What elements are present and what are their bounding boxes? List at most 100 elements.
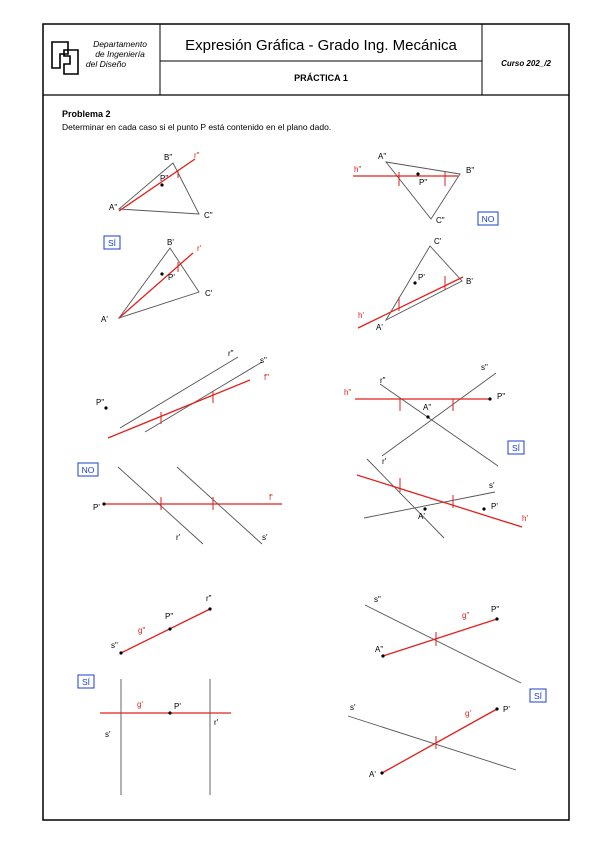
- line-s-elevation: [381, 372, 497, 457]
- line-r-plan: [366, 458, 445, 539]
- point-p-plan: [160, 272, 164, 276]
- line-s-elevation: [144, 361, 263, 433]
- label-p1: P': [174, 702, 181, 711]
- label-c2: C": [436, 216, 445, 225]
- label-c1: C': [205, 289, 213, 298]
- label-s1: s': [489, 481, 495, 490]
- case-5: r" P" g" s" g' P' s' r' SÍ: [77, 594, 231, 795]
- label-g1: g': [465, 709, 471, 718]
- label-h2: h": [344, 388, 351, 397]
- point-a-elevation: [381, 654, 385, 658]
- label-r2: r": [194, 151, 200, 160]
- line-g-elevation: [382, 618, 498, 657]
- line-r-elevation: [379, 383, 499, 467]
- course-title: Expresión Gráfica - Grado Ing. Mecánica: [185, 37, 457, 54]
- problem-heading: Problema 2: [62, 109, 111, 119]
- line-h-plan: [357, 276, 464, 329]
- line-s-plan: [176, 466, 263, 545]
- answer-case-3: NO: [82, 465, 95, 475]
- triangle-abc-elevation: [384, 161, 461, 220]
- label-f1: f': [269, 493, 273, 502]
- label-c1: C': [434, 237, 442, 246]
- point-p-plan: [495, 707, 499, 711]
- sheet-frame: [42, 23, 570, 821]
- label-p1: P': [168, 273, 175, 282]
- case-6: s" P" g" A" s' g' P' A' SÍ: [347, 595, 547, 779]
- triangle-abc-elevation: [117, 162, 200, 215]
- triangle-abc-plan: [117, 247, 200, 319]
- answer-box-case-1: [103, 235, 121, 250]
- point-r-elevation: [208, 607, 212, 611]
- label-a2: A": [109, 203, 117, 212]
- line-h-plan: [356, 474, 523, 528]
- point-p-elevation: [495, 617, 499, 621]
- line-f-elevation: [107, 379, 251, 439]
- triangle-abc-plan: [384, 245, 463, 322]
- label-p1: P': [93, 503, 100, 512]
- point-p-elevation: [488, 397, 492, 401]
- label-s2: s": [260, 356, 267, 365]
- answer-box-case-6: [529, 688, 547, 703]
- label-p1: P': [503, 705, 510, 714]
- label-a2: A": [378, 152, 386, 161]
- label-s2: s": [481, 363, 488, 372]
- point-p-elevation: [160, 183, 164, 187]
- point-a-plan: [380, 771, 384, 775]
- label-r2: r": [228, 349, 234, 358]
- label-p1: P': [491, 502, 498, 511]
- label-p2: P": [96, 398, 104, 407]
- label-a2: A": [375, 645, 383, 654]
- answer-case-6: SÍ: [534, 691, 543, 701]
- label-g2: g": [138, 626, 145, 635]
- answer-case-2: NO: [482, 214, 495, 224]
- label-h1: h': [522, 514, 528, 523]
- line-s-elevation: [364, 604, 522, 684]
- label-a1: A': [418, 512, 425, 521]
- point-p-plan: [482, 507, 486, 511]
- point-s-elevation: [119, 651, 123, 655]
- label-b1: B': [167, 238, 174, 247]
- department-logo: [51, 41, 79, 75]
- line-s-plan: [363, 491, 496, 519]
- line-r-plan: [118, 252, 194, 319]
- label-s2: s": [111, 641, 118, 650]
- label-s2: s": [374, 595, 381, 604]
- answer-box-case-3: [77, 462, 99, 477]
- point-p-elevation: [104, 406, 108, 410]
- case-4: r" s" h" P" A" r' s' P' A' h' SÍ: [344, 363, 528, 539]
- label-b2: B": [164, 153, 172, 162]
- label-a1: A': [376, 323, 383, 332]
- case-3: r" s" f" P" P' f' r' s' NO: [77, 349, 282, 545]
- label-s1: s': [262, 533, 268, 542]
- label-b2: B": [466, 166, 474, 175]
- label-a2: A": [423, 403, 431, 412]
- label-p1: P': [418, 273, 425, 282]
- label-p2: P": [497, 392, 505, 401]
- label-c2: C": [204, 211, 213, 220]
- line-g-elevation: [120, 608, 211, 654]
- line-r-elevation: [119, 356, 239, 429]
- answer-case-4: SÍ: [512, 443, 521, 453]
- label-r1: r': [214, 718, 219, 727]
- label-g1: g': [137, 700, 143, 709]
- answer-case-1: SÍ: [108, 238, 117, 248]
- answer-case-5: SÍ: [82, 677, 91, 687]
- point-a-elevation: [426, 415, 430, 419]
- line-s-plan: [347, 715, 517, 771]
- line-r-elevation: [118, 158, 196, 212]
- label-f2: f": [264, 373, 269, 382]
- point-p-elevation: [416, 172, 420, 176]
- department-line-1: Departamento: [93, 39, 147, 49]
- label-b1: B': [466, 277, 473, 286]
- answer-box-case-5: [77, 674, 95, 689]
- answer-box-case-2: [477, 211, 499, 226]
- label-s1: s': [105, 730, 111, 739]
- label-h2: h": [354, 165, 361, 174]
- point-p-elevation: [168, 627, 172, 631]
- label-a1: A': [369, 770, 376, 779]
- practice-label: PRÁCTICA 1: [294, 73, 348, 83]
- department-line-2: de Ingeniería: [95, 49, 145, 59]
- label-s1: s': [350, 703, 356, 712]
- course-year: Curso 202_/2: [501, 59, 551, 68]
